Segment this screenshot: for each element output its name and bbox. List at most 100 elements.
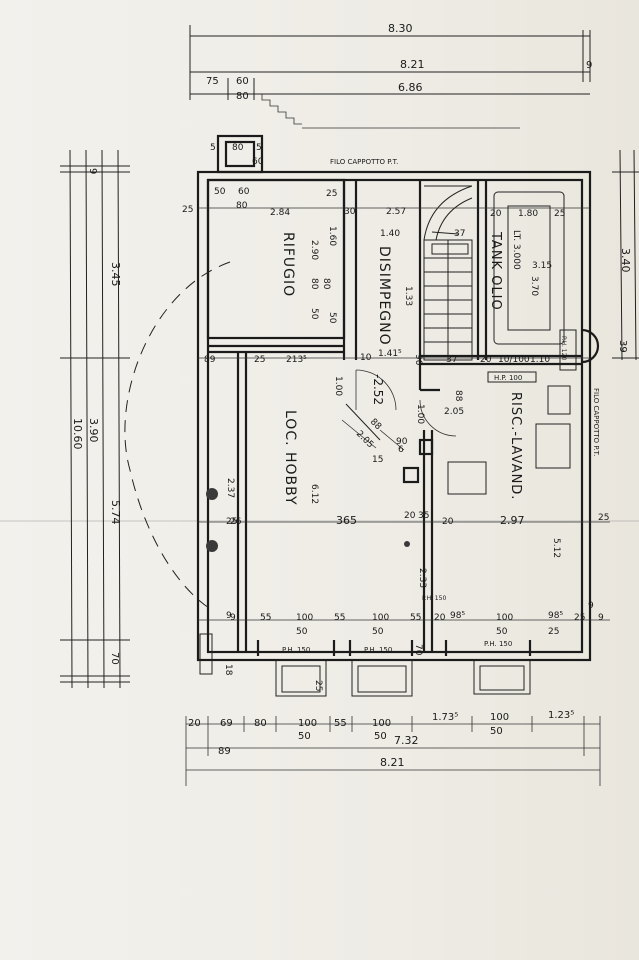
dashed-arc (124, 261, 231, 611)
dim-label: 25 (226, 517, 237, 527)
dim-label: 25 (554, 209, 565, 219)
dim-label: 20 (480, 355, 492, 365)
dim-label: 1.00 (333, 376, 343, 396)
dim-label: 70 (413, 644, 423, 656)
dim-label: 9 (230, 613, 236, 623)
dim-80: 80 (236, 91, 249, 102)
dim-label: 2.05 (354, 429, 375, 450)
dim-label: 9 (598, 613, 604, 623)
dim-label: 10/100 (498, 355, 530, 365)
dim-9: 9 (586, 60, 592, 71)
dim-label: 213⁵ (286, 355, 307, 365)
dim-3-45: 3.45 (109, 262, 122, 287)
dim-39: 39 (617, 340, 628, 353)
dim-label: 5.12 (551, 538, 561, 558)
dim-label: 9 (588, 601, 594, 611)
note-filo-cappotto-top: FILO CAPPOTTO P.T. (330, 158, 398, 166)
dim-label: 80 (309, 278, 319, 290)
dim-60: 60 (236, 76, 249, 87)
windows (199, 633, 532, 697)
dim-label: P.H. 150 (282, 646, 310, 654)
dim-label: 89 (204, 355, 216, 365)
dim-label: 30 (344, 207, 356, 217)
dim-label: P.H. 150 (364, 646, 392, 654)
dim-89: 89 (218, 746, 231, 757)
dim-50c: 50 (490, 726, 503, 737)
dim-label: 6.12 (309, 484, 319, 504)
dim-label: 60 (252, 157, 264, 167)
dim-label: 6 (398, 445, 404, 455)
dim-3-90: 3.90 (87, 418, 100, 443)
dim-label: 50 (372, 627, 384, 637)
dim-label: 1.60 (327, 226, 337, 246)
dim-label: 100 (296, 613, 313, 623)
dim-label: 80 (236, 201, 248, 211)
interior-dimension-labels: 5 80 5 60 50 60 80 25 2.84 25 30 2.57 20… (182, 143, 609, 691)
dim-label: 100 (496, 613, 513, 623)
staircase (423, 185, 473, 361)
dim-1-23: 1.23⁵ (548, 710, 574, 721)
dim-label: 50 (327, 312, 337, 324)
dim-label: 5 (210, 143, 216, 153)
tank-capacity: LT. 3.000 (511, 230, 521, 270)
dim-label: 10 (360, 353, 372, 363)
dim-label: 15 (372, 455, 383, 465)
dim-label: 1.40 (380, 229, 400, 239)
dim-label: 1.00 (415, 404, 425, 424)
right-dimension-lines (612, 149, 639, 361)
dim-7-32: 7.32 (394, 734, 419, 747)
dim-10-60: 10.60 (71, 418, 84, 450)
oil-tank (493, 191, 565, 345)
dim-label: 2.05 (444, 407, 464, 417)
dim-label: 55 (260, 613, 271, 623)
dim-label: 20 (404, 511, 416, 521)
dim-label: 88 (453, 390, 463, 402)
dim-label: 50 (214, 187, 226, 197)
dim-label: 98⁵ (450, 611, 465, 621)
dim-label: 55 (410, 613, 421, 623)
dim-50b: 50 (374, 731, 387, 742)
dim-label: 50 (496, 627, 508, 637)
dim-label: 55 (334, 613, 345, 623)
dim-label: 3.15 (532, 261, 552, 271)
dim-50a: 50 (298, 731, 311, 742)
dim-69: 69 (220, 718, 233, 729)
dim-label: 60 (238, 187, 250, 197)
room-label-risc-lavand: RISC.-LAVAND. (508, 392, 523, 500)
dim-label: 25 (548, 627, 559, 637)
dim-label: 20 (442, 517, 454, 527)
dim-label: 25 (313, 680, 323, 691)
dim-label: 9 (226, 611, 232, 621)
paper-fold (0, 520, 639, 522)
dim-label: 35 (418, 511, 429, 521)
dim-label: 1.33 (403, 286, 413, 306)
laundry-fixtures (447, 329, 577, 495)
room-label-loc-hobby: LOC. HOBBY (282, 410, 298, 506)
dim-label: 1.80 (518, 209, 538, 219)
dim-label: 2.57 (386, 207, 406, 217)
dim-80: 80 (254, 718, 267, 729)
dim-label: 25 (182, 205, 193, 215)
dim-100b: 100 (372, 718, 391, 729)
room-label-rifugio: RIFUGIO (280, 232, 296, 297)
dim-label: 90 (413, 354, 423, 366)
dim-label: 25 (598, 513, 609, 523)
dim-label: P.H. 150 (422, 595, 446, 602)
dim-label: 50 (309, 308, 319, 320)
dim-label: P.H. 120 (560, 336, 567, 360)
level-note: -2.52 (371, 374, 385, 405)
dim-label: P.H. 150 (484, 640, 512, 648)
dim-label: 5 (256, 143, 262, 153)
dim-label: 2.84 (270, 208, 290, 218)
dim-label: 25 (326, 189, 337, 199)
dim-label: 2.97 (500, 514, 525, 527)
dim-55: 55 (334, 718, 347, 729)
dim-1-73: 1.73⁵ (432, 712, 458, 723)
dim-label: 26 (230, 517, 242, 527)
dim-label: H.P. 100 (494, 374, 522, 382)
dim-8-30: 8.30 (388, 22, 413, 35)
dim-label: 37 (454, 229, 465, 239)
dim-6-86: 6.86 (398, 81, 423, 94)
door-swings (341, 369, 457, 451)
